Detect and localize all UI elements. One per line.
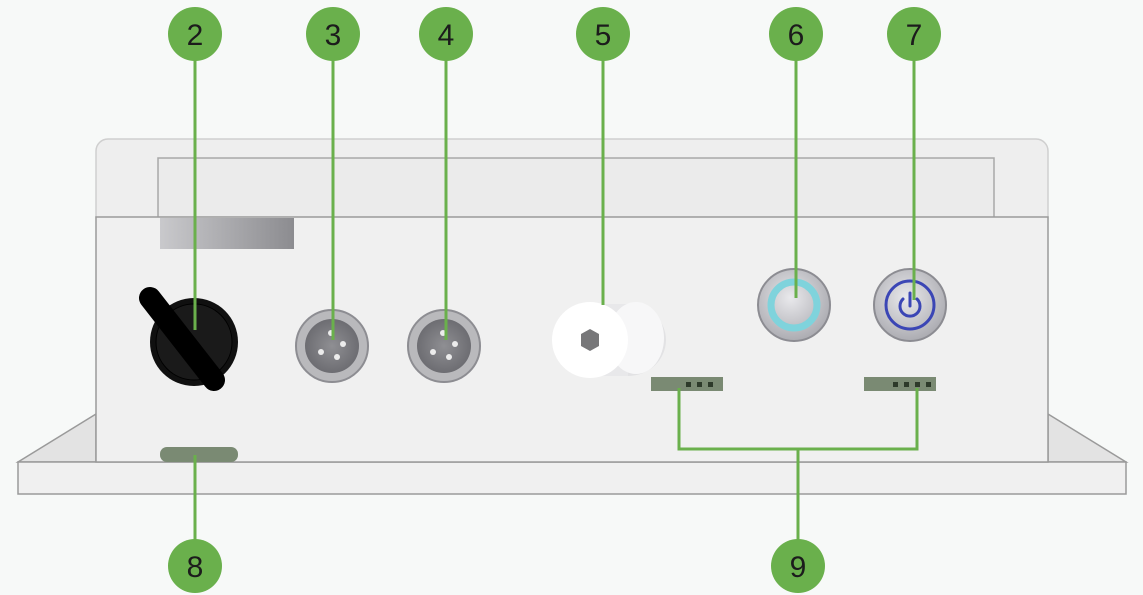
callout-7: 7 — [887, 7, 941, 61]
illuminated-button-icon — [757, 268, 831, 342]
callout-label: 2 — [187, 19, 204, 52]
indicator-label-strip — [864, 377, 936, 391]
left-mounting-flange — [15, 412, 97, 463]
callout-label: 9 — [790, 551, 807, 584]
callout-label: 4 — [438, 19, 455, 52]
power-icon — [873, 268, 947, 342]
callout-6: 6 — [769, 7, 823, 61]
callout-label: 3 — [325, 19, 342, 52]
callout-label: 8 — [187, 551, 204, 584]
callout-label: 5 — [595, 19, 612, 52]
4-pin-connector-icon — [407, 309, 481, 383]
callout-8: 8 — [168, 539, 222, 593]
rotary-switch-icon — [139, 287, 238, 391]
callout-label: 6 — [788, 19, 805, 52]
indicator-label-strip — [651, 377, 723, 391]
right-mounting-flange — [1047, 412, 1129, 463]
base-plate — [17, 461, 1127, 495]
name-plate — [160, 218, 294, 249]
pressure-vent-icon — [552, 302, 666, 378]
callout-3: 3 — [306, 7, 360, 61]
callout-2: 2 — [168, 7, 222, 61]
switch-label-strip — [160, 447, 238, 462]
leader-lines — [193, 34, 919, 560]
callout-label: 7 — [906, 19, 923, 52]
callout-9: 9 — [771, 539, 825, 593]
callout-4: 4 — [419, 7, 473, 61]
callout-5: 5 — [576, 7, 630, 61]
